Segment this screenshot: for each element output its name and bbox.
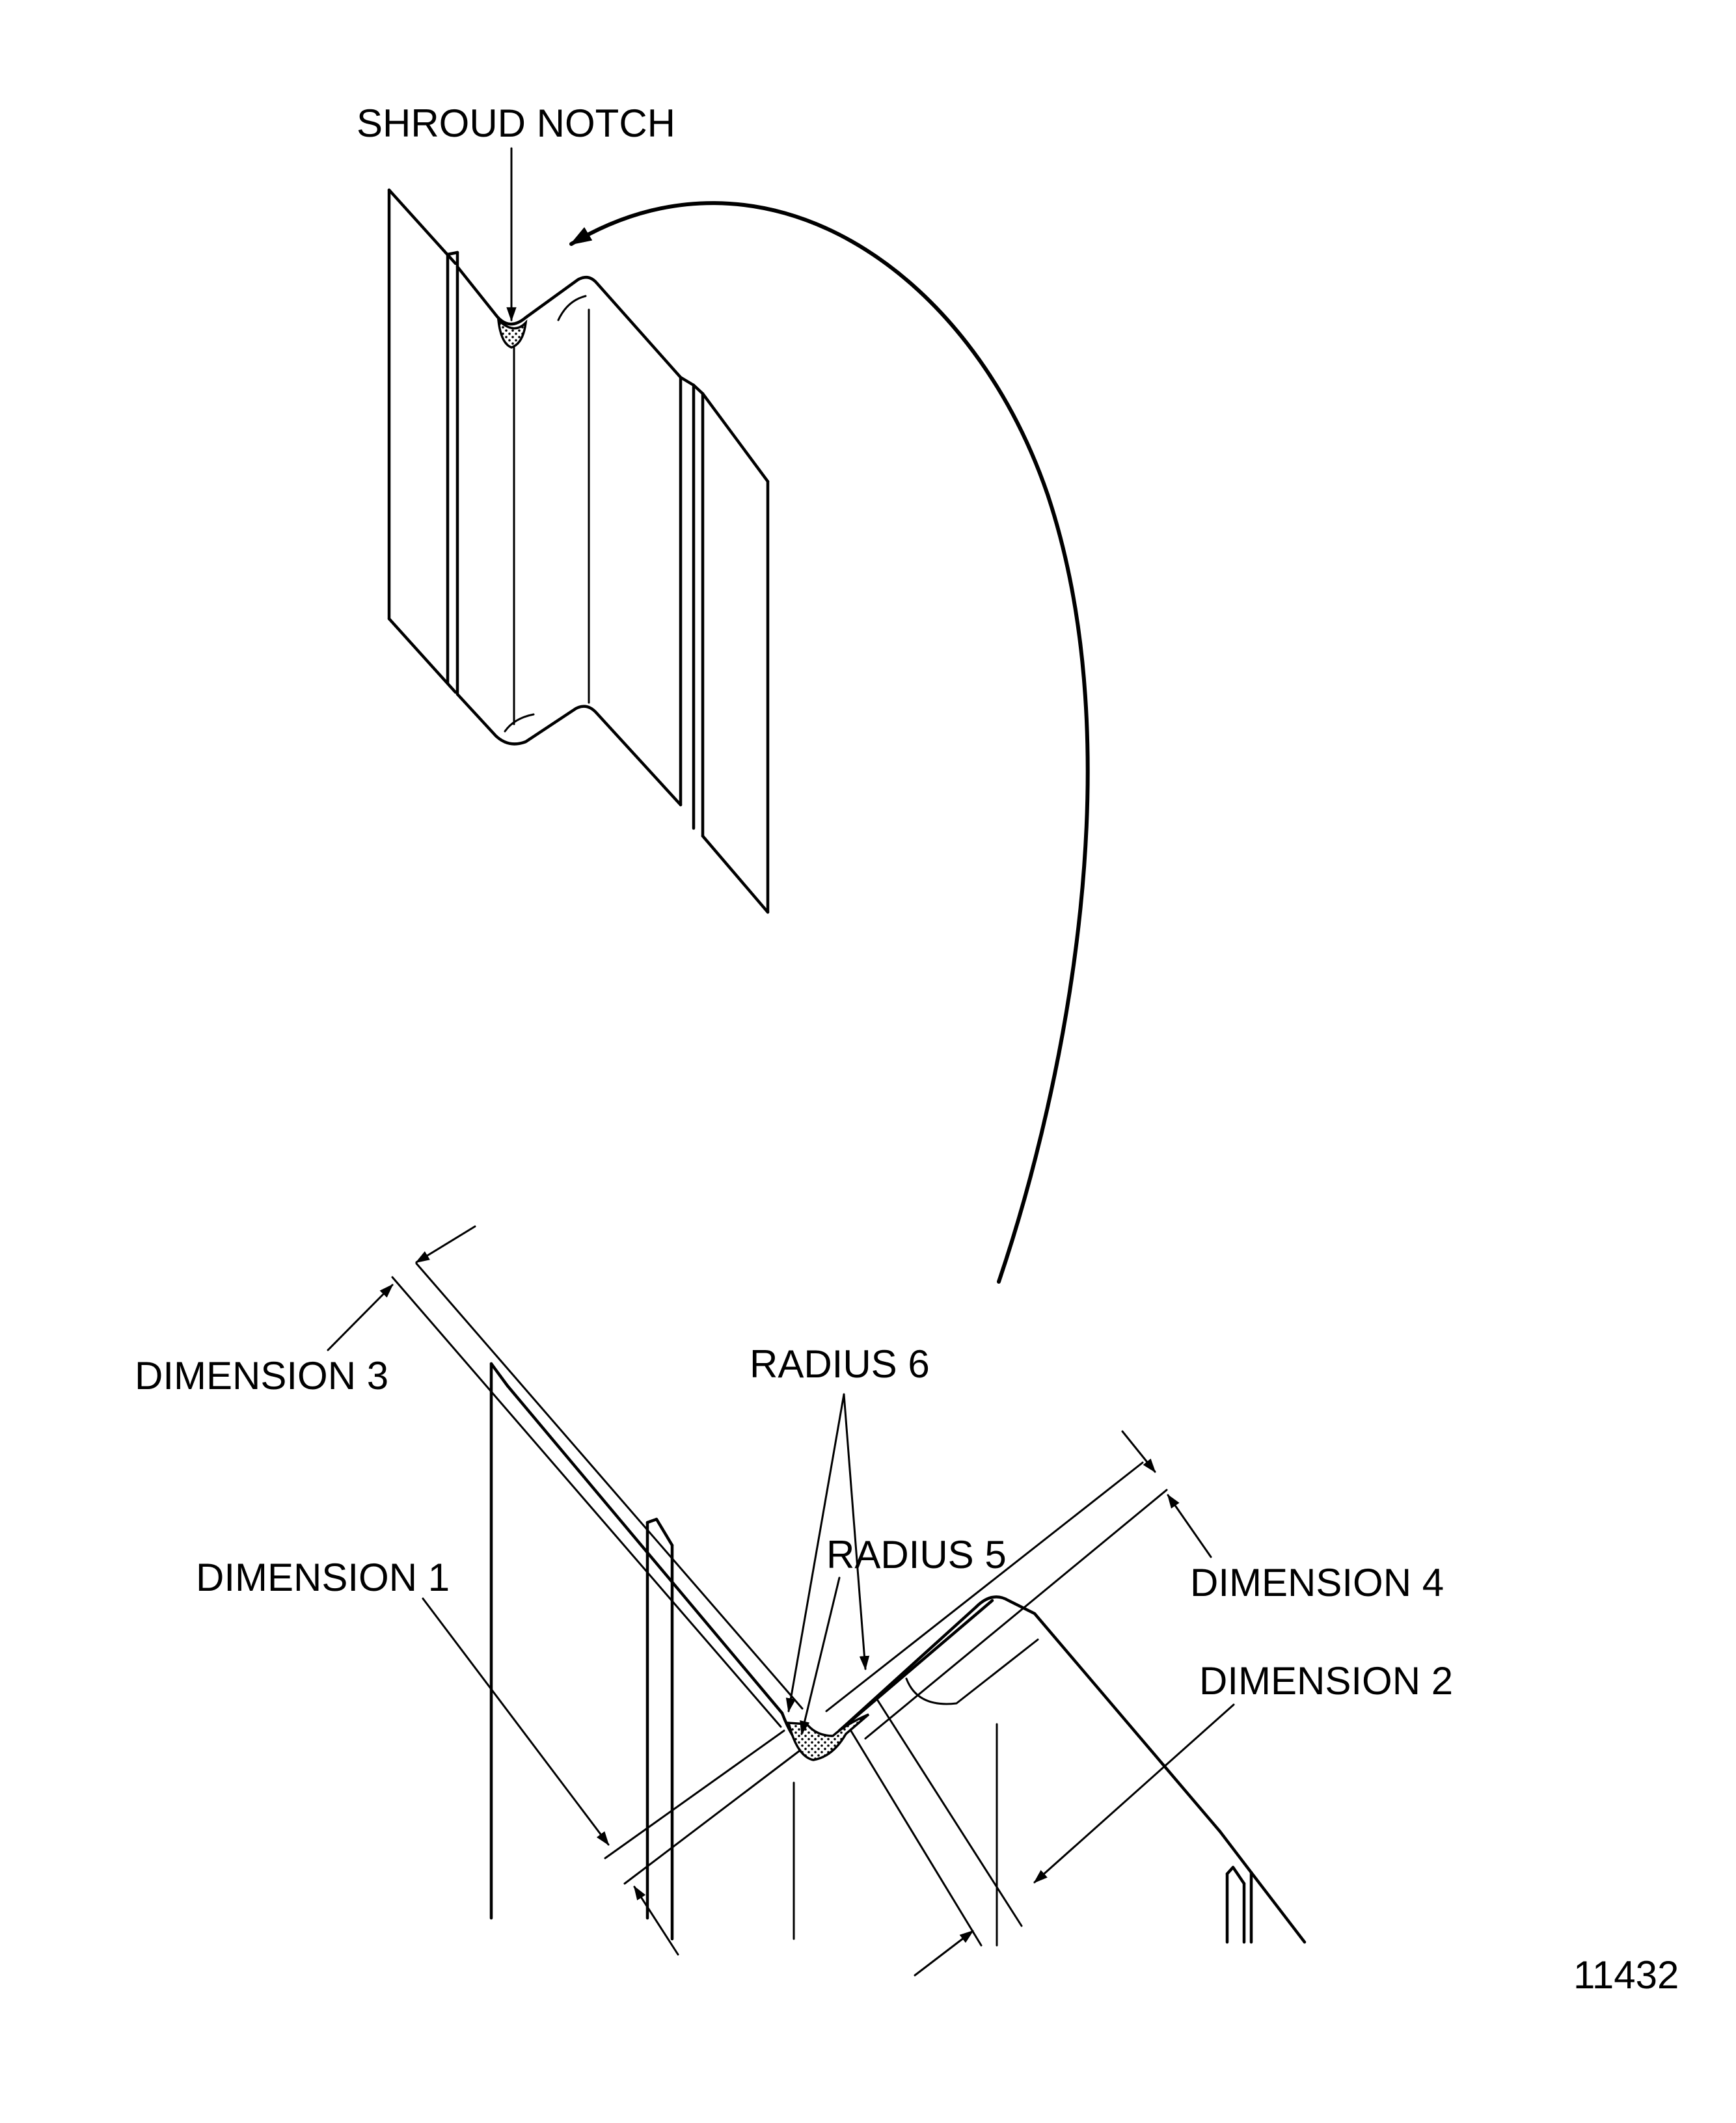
radius-5-leader bbox=[800, 1576, 841, 1736]
shroud-piece bbox=[387, 188, 770, 914]
radius-5-label: RADIUS 5 bbox=[826, 1533, 1007, 1576]
dimension-1-ext-a bbox=[604, 1729, 785, 1859]
dimension-4-leader bbox=[1167, 1494, 1212, 1558]
curved-connector-arrow bbox=[569, 201, 1090, 1284]
dimension-1-leader bbox=[422, 1597, 610, 1846]
figure-number: 11432 bbox=[1573, 1953, 1679, 1997]
dimension-3-tick bbox=[415, 1225, 476, 1264]
dimension-4-label: DIMENSION 4 bbox=[1190, 1561, 1444, 1604]
dimension-1-tick bbox=[633, 1886, 679, 1956]
radius-6-leader-right bbox=[843, 1393, 870, 1671]
dimension-2-label: DIMENSION 2 bbox=[1199, 1659, 1453, 1703]
dimension-3-leader bbox=[327, 1284, 394, 1351]
radius-6-label: RADIUS 6 bbox=[750, 1342, 930, 1386]
dimension-1-ext-b bbox=[623, 1749, 802, 1885]
notch-stipple-top bbox=[496, 317, 528, 349]
dimension-2-tick bbox=[914, 1930, 974, 1977]
shroud-notch-label: SHROUD NOTCH bbox=[357, 101, 675, 145]
radius-6-leader-left bbox=[785, 1393, 845, 1713]
detail-section bbox=[391, 1262, 1307, 1947]
dimension-1-label: DIMENSION 1 bbox=[196, 1556, 450, 1599]
dimension-3-label: DIMENSION 3 bbox=[135, 1354, 388, 1398]
dimension-2-leader bbox=[1033, 1703, 1235, 1884]
dimension-4-tick-top bbox=[1121, 1430, 1156, 1473]
radius-stipple bbox=[787, 1713, 870, 1761]
